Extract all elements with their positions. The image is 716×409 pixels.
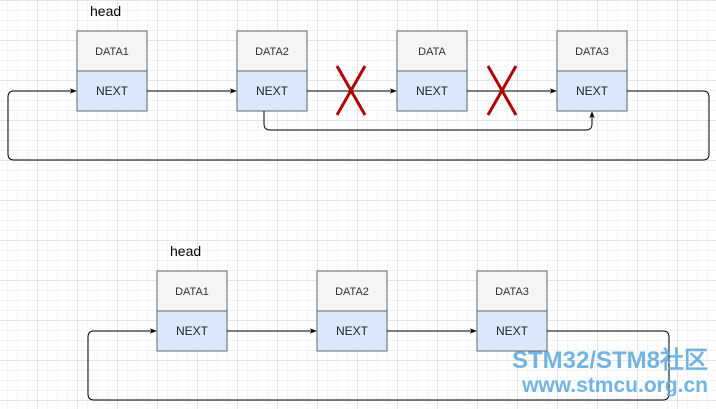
node3-data-cell — [556, 30, 628, 72]
watermark-line2: www.stmcu.org.cn — [522, 374, 708, 398]
node1-data-text: DATA1 — [95, 46, 129, 58]
node-removed-data-cell — [396, 30, 468, 72]
d2-node2-next-text: NEXT — [336, 324, 369, 338]
node-removed-next-cell — [396, 70, 468, 112]
d2-node2-data-text: DATA2 — [335, 286, 369, 298]
d2-node3-data-text: DATA3 — [495, 286, 529, 298]
node-removed-data-text: DATA — [418, 46, 446, 58]
arrow-loop-back-to-head-1 — [7, 88, 710, 161]
node3-next-text: NEXT — [576, 84, 609, 98]
node1-next-text: NEXT — [96, 84, 129, 98]
d2-node3-next-text: NEXT — [496, 324, 529, 338]
d2-node2-data-cell — [316, 270, 388, 312]
head-label-1: head — [90, 3, 121, 19]
watermark-line1: STM32/STM8社区 — [511, 347, 708, 374]
d2-node1-next-cell — [156, 310, 228, 352]
cross-mark-2 — [486, 65, 518, 116]
watermark: STM32/STM8社区 www.stmcu.org.cn — [511, 347, 708, 398]
d2-arrow-loop-back-to-head — [87, 328, 670, 401]
node2-next-text: NEXT — [256, 84, 289, 98]
node2-data-text: DATA2 — [255, 46, 289, 58]
d2-node3-next-cell — [476, 310, 548, 352]
d2-node3-data-cell — [476, 270, 548, 312]
node1-data-cell — [76, 30, 148, 72]
node3-next-cell — [556, 70, 628, 112]
d2-node1-next-text: NEXT — [176, 324, 209, 338]
cross-mark-1 — [335, 65, 367, 116]
head-label-2: head — [170, 243, 201, 259]
node-removed-next-text: NEXT — [416, 84, 449, 98]
d2-node1-data-text: DATA1 — [175, 286, 209, 298]
node3-data-text: DATA3 — [575, 46, 609, 58]
arrow-bypass-node2-to-node3 — [263, 111, 595, 131]
d2-node2-next-cell — [316, 310, 388, 352]
d2-node1-data-cell — [156, 270, 228, 312]
node2-data-cell — [236, 30, 308, 72]
